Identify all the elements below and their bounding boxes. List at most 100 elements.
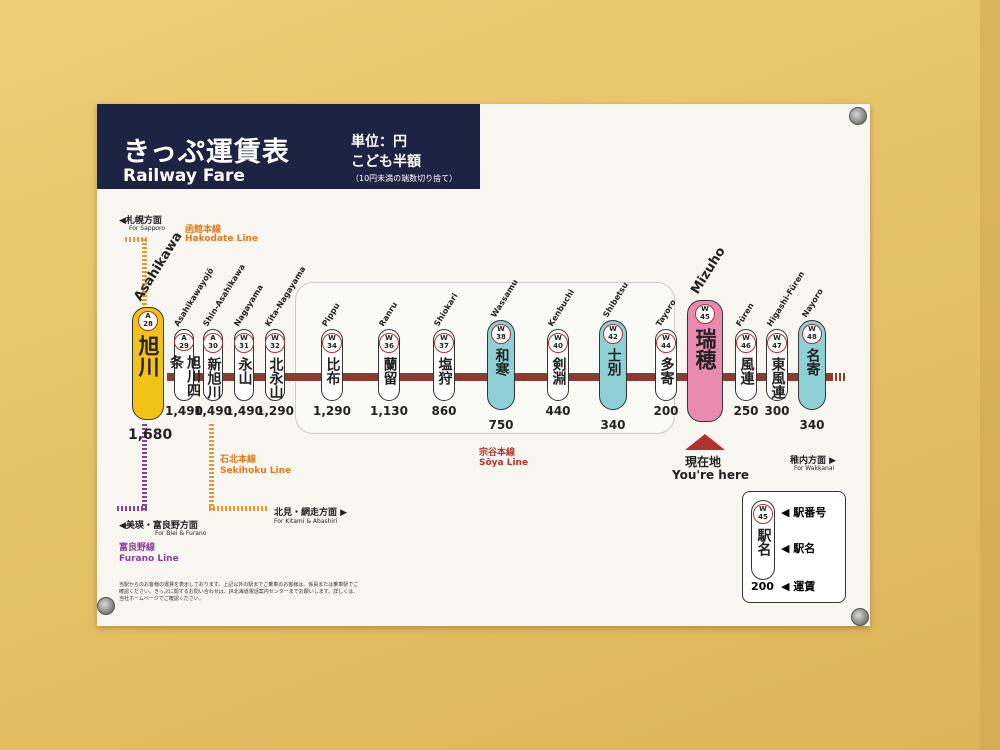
fine-print: 当駅からのお客様の運賃を表示しております。上記以外の駅までご乗車のお客様は、係員… <box>119 582 359 602</box>
station-fare: 1,290 <box>313 404 351 418</box>
station-code: W 31 <box>234 333 254 353</box>
biei-direction-en: For Biei & Furano <box>155 530 207 537</box>
legend-name-label: ◀ 駅名 <box>781 542 816 555</box>
station-name-en: Higashi-Fūren <box>765 269 807 328</box>
fare-board: きっぷ運賃表 Railway Fare 単位：円 こども半額 （10円未満の端数… <box>97 104 870 626</box>
station-code: W 44 <box>656 333 676 353</box>
station-9-pill: W 40 剣淵 <box>547 329 569 401</box>
station-name-jp: 剣淵 <box>550 357 567 385</box>
screw-icon <box>97 597 115 615</box>
station-code: W 38 <box>491 324 511 344</box>
station-7-pill: W 37 塩狩 <box>433 329 455 401</box>
station-name-en: Mizuho <box>688 244 729 297</box>
soya-line-continuation <box>827 373 847 381</box>
screw-icon <box>849 107 867 125</box>
sekihoku-line-jp: 石北本線 <box>220 455 257 465</box>
hakodate-line <box>142 237 147 309</box>
station-6-pill: W 36 蘭留 <box>378 329 400 401</box>
legend-fare: 200 <box>751 580 774 593</box>
station-code: A 30 <box>203 333 223 353</box>
sekihoku-line-stub <box>209 506 269 511</box>
furano-line-stub <box>117 506 147 511</box>
station-10-pill: W 42 士別 <box>599 320 627 410</box>
legend-pill: W 45 駅名 <box>751 500 775 580</box>
station-name-jp: 新旭川 <box>205 357 222 399</box>
furano-line-jp: 富良野線 <box>119 543 156 553</box>
wakkanai-direction: 稚内方面 ▶ <box>790 456 837 466</box>
station-fare: 300 <box>764 404 790 418</box>
station-fare: 1,490 <box>194 404 232 418</box>
legend-station-name: 駅名 <box>755 528 772 556</box>
station-fare: 440 <box>545 404 571 418</box>
legend-box: W 45 駅名 200 ◀ 駅番号 ◀ 駅名 ◀ 運賃 <box>742 491 846 603</box>
board-header: きっぷ運賃表 Railway Fare 単位：円 こども半額 （10円未満の端数… <box>97 104 480 189</box>
station-name-en: Fūren <box>734 301 756 328</box>
current-location-arrow-icon <box>685 434 725 450</box>
station-name-jp: 旭川 <box>136 335 160 377</box>
station-12-pill: W 45 瑞穂 <box>687 300 723 422</box>
station-fare: 860 <box>431 404 457 418</box>
sapporo-direction: ◀札幌方面 <box>119 216 162 226</box>
station-name-jp: 蘭留 <box>381 357 398 385</box>
station-5-pill: W 34 比布 <box>321 329 343 401</box>
furano-line-en: Furano Line <box>119 554 179 564</box>
station-fare: 1,490 <box>225 404 263 418</box>
station-fare: 1,130 <box>370 404 408 418</box>
rounding-note: （10円未満の端数切り捨て） <box>351 174 458 183</box>
legend-station-code: W 45 <box>753 504 773 524</box>
station-2-pill: A 30 新旭川 <box>203 329 223 401</box>
title-jp: きっぷ運賃表 <box>123 137 290 168</box>
station-name-jp: 瑞穂 <box>693 328 717 370</box>
station-name-jp: 風連 <box>738 357 755 385</box>
station-code: W 37 <box>434 333 454 353</box>
station-fare: 340 <box>799 418 825 432</box>
station-fare: 1,680 <box>128 427 173 443</box>
station-code: W 47 <box>767 333 787 353</box>
soya-line-jp: 宗谷本線 <box>479 448 516 458</box>
legend-number-label: ◀ 駅番号 <box>781 506 827 519</box>
wakkanai-direction-en: For Wakkanai <box>794 465 835 472</box>
wall-edge <box>980 0 1000 750</box>
station-fare: 250 <box>733 404 759 418</box>
station-code: W 32 <box>265 333 285 353</box>
station-code: A 29 <box>174 333 194 351</box>
furano-line <box>142 424 147 510</box>
station-name-en: Nayoro <box>800 287 825 319</box>
sekihoku-line-en: Sekihoku Line <box>220 466 292 476</box>
hakodate-line-jp: 函館本線 <box>185 225 222 235</box>
title-en: Railway Fare <box>123 166 245 186</box>
current-location-jp: 現在地 <box>685 455 722 469</box>
station-code: W 40 <box>548 333 568 353</box>
station-code: W 46 <box>736 333 756 353</box>
station-name-jp: 多寄 <box>658 357 675 385</box>
station-fare: 1,490 <box>165 404 203 418</box>
station-code: W 34 <box>322 333 342 353</box>
station-fare: 200 <box>653 404 679 418</box>
station-code: W 42 <box>603 324 623 344</box>
station-name-jp: 士別 <box>605 348 622 376</box>
station-name-jp: 東風連 <box>769 357 786 399</box>
screw-icon <box>851 608 869 626</box>
sapporo-direction-en: For Sapporo <box>129 225 166 232</box>
biei-direction: ◀美瑛・富良野方面 <box>119 521 198 531</box>
station-code: W 36 <box>379 333 399 353</box>
station-fare: 1,290 <box>256 404 294 418</box>
station-13-pill: W 46 風連 <box>735 329 757 401</box>
station-3-pill: W 31 永山 <box>234 329 254 401</box>
station-fare: 340 <box>600 418 626 432</box>
station-fare: 750 <box>488 418 514 432</box>
station-11-pill: W 44 多寄 <box>655 329 677 401</box>
hakodate-line-en: Hakodate Line <box>185 234 258 244</box>
child-fare-text: こども半額 <box>351 154 421 170</box>
station-code: W 45 <box>695 304 715 324</box>
station-name-jp: 比布 <box>324 357 341 385</box>
station-name-jp: 永山 <box>236 357 253 385</box>
station-name-jp: 塩狩 <box>436 357 453 385</box>
station-14-pill: W 47 東風連 <box>766 329 788 401</box>
station-name-jp: 名寄 <box>804 348 821 376</box>
